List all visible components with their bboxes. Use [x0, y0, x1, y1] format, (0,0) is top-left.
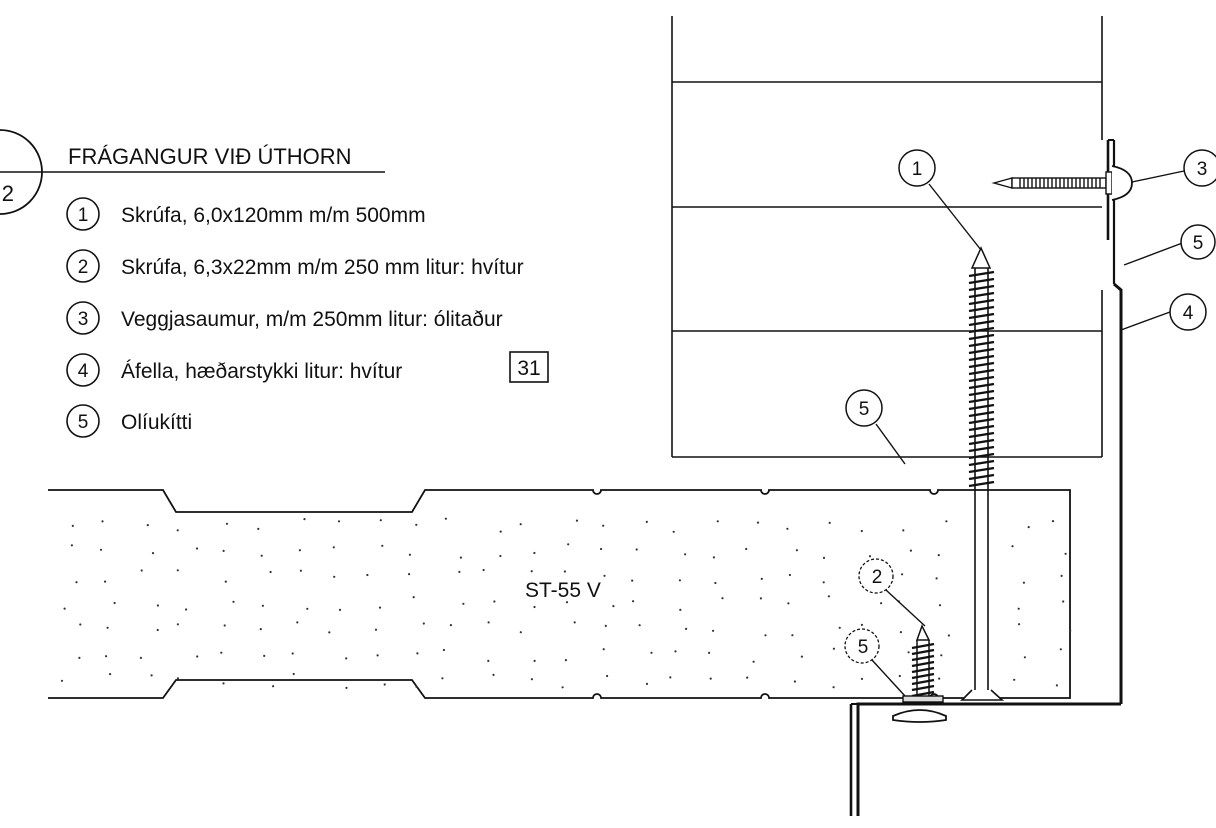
legend-item-text: Skrúfa, 6,0x120mm m/m 500mm: [121, 204, 426, 227]
legend-item: 5 Olíukítti: [66, 404, 192, 438]
callout-5-bottom-label: 5: [858, 637, 869, 658]
legend-item-text: Áfella, hæðarstykki litur: hvítur: [121, 360, 402, 383]
callout-5-mid-label: 5: [859, 399, 870, 420]
legend-item-number: 3: [78, 309, 89, 330]
short-screw: [892, 624, 947, 723]
panel-insulation-dots: [60, 517, 1072, 690]
legend-ref-box: 31: [517, 357, 540, 380]
legend-item: 1 Skrúfa, 6,0x120mm m/m 500mm: [66, 197, 426, 231]
detail-marker-bottom: 2: [2, 181, 14, 206]
legend-item-text: Olíukítti: [121, 411, 192, 434]
callout-3: 3: [1183, 149, 1216, 187]
callout-5-mid: 5: [845, 389, 883, 427]
legend-item: 4 Áfella, hæðarstykki litur: hvítur 31: [66, 351, 549, 387]
callout-3-label: 3: [1197, 159, 1208, 180]
callouts: [871, 170, 1186, 697]
legend-item-number: 1: [78, 205, 89, 226]
callout-1-label: 1: [912, 159, 923, 180]
callout-4: 4: [1169, 293, 1207, 331]
callout-2-label: 2: [872, 567, 883, 588]
long-screw: [960, 246, 1005, 701]
sandwich-panel: ST-55 V: [48, 489, 1072, 699]
callout-5-top: 5: [1180, 224, 1216, 260]
detail-title: FRÁGANGUR VIÐ ÚTHORN: [68, 144, 352, 169]
legend-item-text: Veggjasaumur, m/m 250mm litur: ólitaður: [121, 308, 503, 331]
wall-nail: [991, 165, 1133, 201]
callout-1: 1: [898, 149, 936, 187]
wall-boards: [671, 16, 1103, 458]
legend-item-text: Skrúfa, 6,3x22mm m/m 250 mm litur: hvítu…: [121, 256, 524, 279]
legend: 1 Skrúfa, 6,0x120mm m/m 500mm 2 Skrúfa, …: [66, 197, 549, 438]
legend-item-number: 4: [78, 361, 89, 382]
legend-item: 2 Skrúfa, 6,3x22mm m/m 250 mm litur: hví…: [66, 249, 524, 283]
corner-flashing: [849, 139, 1123, 816]
legend-item: 3 Veggjasaumur, m/m 250mm litur: ólitaðu…: [66, 301, 503, 335]
legend-item-number: 5: [78, 412, 89, 433]
panel-label: ST-55 V: [525, 579, 601, 602]
callout-5-top-label: 5: [1193, 233, 1204, 254]
callout-2: 2: [858, 558, 894, 594]
callout-4-label: 4: [1183, 303, 1194, 324]
detail-marker: 2 2: [0, 129, 385, 215]
detail-marker-top: 2: [0, 142, 1, 167]
legend-item-number: 2: [78, 257, 89, 278]
callout-5-bottom: 5: [844, 628, 880, 664]
